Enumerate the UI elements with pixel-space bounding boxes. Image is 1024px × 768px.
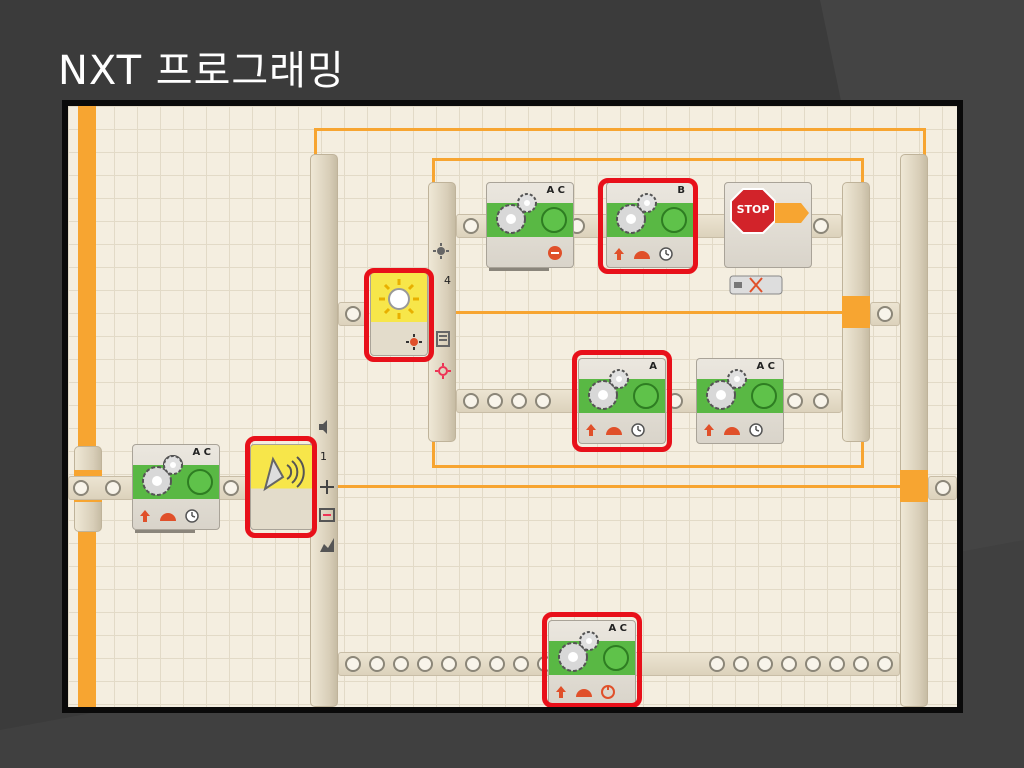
- exit-sequence-beam: [928, 476, 957, 500]
- block-shadow: [489, 268, 549, 271]
- program-canvas: 1 4 A C: [68, 106, 957, 707]
- start-rail: [78, 106, 96, 707]
- highlight-motor-top-2: [598, 178, 698, 274]
- duration-icon: [185, 509, 199, 523]
- outer-switch-wire: [338, 485, 900, 488]
- motor-ports: A: [649, 361, 657, 372]
- motor-setting-icons: [585, 423, 645, 437]
- motor-block-mid-1[interactable]: A: [578, 358, 666, 444]
- motor-setting-icons: [139, 509, 199, 523]
- direction-arrow-icon: [586, 424, 596, 436]
- block-shadow: [135, 530, 195, 533]
- power-icon: [634, 251, 650, 259]
- direction-arrow-icon: [704, 424, 714, 436]
- motor-power-circle: [751, 383, 777, 409]
- light-sensor-icon: [379, 279, 419, 319]
- motor-power-circle: [603, 645, 629, 671]
- motor-power-circle: [661, 207, 687, 233]
- light-sensor-small-icon: [433, 243, 449, 259]
- outer-switch-number: 1: [320, 450, 327, 463]
- outer-switch-merge-marker: [900, 470, 928, 502]
- slide-title: NXT 프로그래밍: [58, 48, 345, 94]
- motor-ports: B: [677, 185, 685, 196]
- direction-arrow-icon: [614, 248, 624, 260]
- motor-ports: A C: [192, 447, 211, 458]
- unlimited-icon: [601, 685, 615, 699]
- program-screenshot-frame: 1 4 A C: [62, 100, 963, 713]
- gear-icon: [706, 369, 747, 410]
- duration-icon: [631, 423, 645, 437]
- highlight-sound-sensor: [245, 436, 317, 538]
- motor-ports: A C: [756, 361, 775, 372]
- highlight-motor-bottom: [542, 612, 642, 707]
- motor-power-circle: [187, 469, 213, 495]
- duration-icon: [749, 423, 763, 437]
- direction-arrow-icon: [556, 686, 566, 698]
- stop-sign-label: STOP: [736, 203, 770, 216]
- sound-sensor-small-icon: [319, 420, 327, 434]
- motor-block-mid-2[interactable]: A C: [696, 358, 784, 444]
- outer-loop-frame: [314, 128, 926, 158]
- motor-setting-icons: [555, 685, 615, 699]
- inner-switch-merge-marker: [842, 296, 870, 328]
- stop-arrow-icon: [775, 203, 809, 223]
- motor-setting-icons: [613, 247, 673, 261]
- motor-power-circle: [541, 207, 567, 233]
- sound-sensor-icon: [263, 456, 305, 492]
- sound-sensor-block[interactable]: [250, 444, 314, 530]
- motor-block-top-2[interactable]: B: [606, 182, 694, 268]
- direction-arrow-icon: [140, 510, 150, 522]
- power-icon: [606, 427, 622, 435]
- gear-icon: [558, 631, 599, 672]
- motor-block-start[interactable]: A C: [132, 444, 220, 533]
- outer-switch-right-beam[interactable]: [900, 154, 928, 707]
- stop-sign-icon: [730, 188, 776, 234]
- gear-icon: [142, 455, 183, 496]
- graph-icon: [320, 538, 334, 552]
- motor-ports: A C: [546, 185, 565, 196]
- light-sensor-block[interactable]: [370, 272, 428, 356]
- gear-icon: [616, 193, 657, 234]
- inner-switch-in-beam: [338, 302, 368, 326]
- inner-light-icon: [435, 363, 451, 379]
- light-setting-icon: [406, 334, 422, 350]
- compare-icon: [319, 508, 335, 522]
- highlight-light-sensor: [364, 268, 434, 362]
- inner-switch-number: 4: [444, 274, 451, 287]
- power-icon: [724, 427, 740, 435]
- duration-icon: [659, 247, 673, 261]
- power-icon: [576, 689, 592, 697]
- inner-compare-icon: [436, 331, 450, 347]
- stop-motor-icon: [548, 246, 562, 260]
- stop-block[interactable]: STOP: [724, 182, 812, 268]
- inner-switch-exit-beam: [870, 302, 900, 326]
- highlight-motor-mid-1: [572, 350, 672, 452]
- power-icon: [160, 513, 176, 521]
- motor-ports: A C: [608, 623, 627, 634]
- motor-setting-icons: [703, 423, 763, 437]
- motor-power-circle: [633, 383, 659, 409]
- stop-data-hub-icon: [729, 275, 783, 295]
- gear-icon: [588, 369, 629, 410]
- inner-switch-wire: [456, 311, 842, 314]
- motor-block-top-1[interactable]: A C: [486, 182, 574, 271]
- gear-icon: [496, 193, 537, 234]
- switch-condition-icon: [320, 480, 334, 494]
